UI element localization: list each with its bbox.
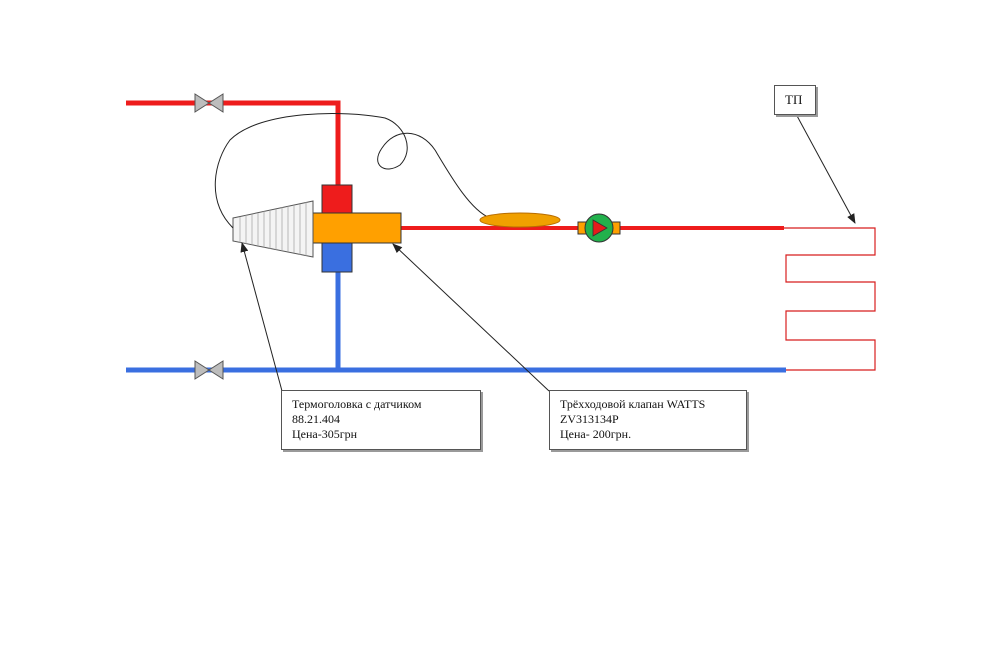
leader-three-way-valve [392, 243, 550, 392]
callout-floor-heating: ТП [774, 85, 816, 115]
callout-thermo-line2: 88.21.404 [292, 412, 340, 426]
leader-thermo-head [240, 242, 283, 392]
callout-valve-line1: Трёхходовой клапан WATTS [560, 397, 706, 411]
callout-three-way-valve: Трёхходовой клапан WATTS ZV313134P Цена-… [549, 390, 747, 450]
three-way-valve-body [312, 212, 402, 244]
callout-thermo-line1: Термоголовка с датчиком [292, 397, 422, 411]
callout-valve-line2: ZV313134P [560, 412, 619, 426]
floor-heating-loop [784, 227, 876, 371]
valve-hot-port [321, 184, 353, 216]
temperature-sensor [479, 212, 561, 228]
callout-valve-line3: Цена- 200грн. [560, 427, 632, 441]
thermostatic-head-icon [232, 200, 314, 258]
shutoff-valve-hot-icon [194, 93, 224, 113]
capillary-tube [214, 113, 491, 229]
callout-thermo-head: Термоголовка с датчиком 88.21.404 Цена-3… [281, 390, 481, 450]
valve-cold-port [321, 241, 353, 273]
callout-thermo-line3: Цена-305грн [292, 427, 358, 441]
callout-tp-label: ТП [785, 92, 803, 107]
shutoff-valve-cold-icon [194, 360, 224, 380]
hot-supply-pipe [126, 100, 341, 185]
leader-floor-heating [795, 113, 856, 224]
circulation-pump-icon [577, 213, 621, 243]
